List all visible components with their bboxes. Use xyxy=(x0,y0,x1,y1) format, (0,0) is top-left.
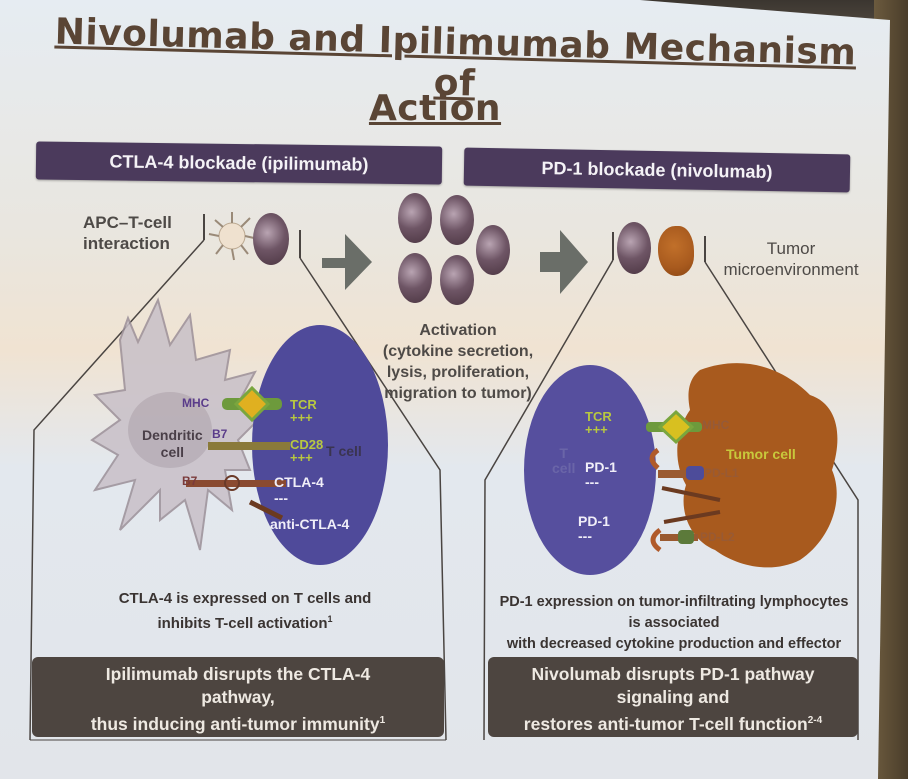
ctla4-summary-line1: Ipilimumab disrupts the CTLA-4 xyxy=(105,664,371,684)
tumor-cell-label: Tumor cell xyxy=(726,446,796,462)
nivolumab-antibody xyxy=(661,486,721,502)
cd28-text: CD28 xyxy=(290,437,324,452)
pd1-summary-box: Nivolumab disrupts PD-1 pathway signalin… xyxy=(488,657,858,737)
t-cell-illustration-left xyxy=(252,325,388,565)
activation-line2: (cytokine secretion, xyxy=(382,343,534,360)
cd28-sign: +++ xyxy=(290,450,313,465)
tcr-text: TCR xyxy=(290,397,317,412)
anti-ctla4-antibody xyxy=(248,499,284,521)
pdl1-label: PD-L1 xyxy=(704,466,739,480)
mhc-label-right: MHC xyxy=(702,418,730,432)
pd1-text: PD-1 xyxy=(585,459,617,475)
pd1-caption-line2: is associated xyxy=(628,615,720,631)
cd28-label: CD28 +++ xyxy=(290,438,323,464)
t-cell-label-right: T cell xyxy=(552,446,575,476)
pd1-sign: --- xyxy=(578,528,592,544)
ctla4-label: CTLA-4 --- xyxy=(274,474,324,506)
ctla4-caption-line2: inhibits T-cell activation xyxy=(157,615,328,632)
dendritic-cell-label: Dendritic cell xyxy=(142,427,203,461)
left-funnel-left-edge xyxy=(29,239,205,741)
activated-t-cell-icon xyxy=(440,255,474,305)
apc-label-line1: APC–T-cell xyxy=(83,213,172,232)
tumor-label-line2: microenvironment xyxy=(723,260,859,279)
tcr-text: TCR xyxy=(585,409,612,424)
apc-t-cell-label: APC–T-cell interaction xyxy=(83,212,172,254)
activated-t-cell-icon xyxy=(398,193,432,243)
activated-t-cell-icon xyxy=(398,253,432,303)
mhc-tcr-complex-right xyxy=(646,409,702,445)
anti-ctla4-label: anti-CTLA-4 xyxy=(270,516,350,532)
pd1-summary-line2: signaling and xyxy=(616,687,730,707)
t-cell-icon xyxy=(617,222,651,274)
pd1-caption: PD-1 expression on tumor-infiltrating ly… xyxy=(474,592,874,655)
activation-line1: Activation xyxy=(419,322,497,339)
pd1-pdl1-binding xyxy=(649,447,704,480)
ctla4-caption-ref: 1 xyxy=(327,614,333,624)
activation-line3: lysis, proliferation, xyxy=(386,364,530,381)
ctla4-caption: CTLA-4 is expressed on T cells and inhib… xyxy=(70,588,420,634)
tumor-label-line1: Tumor xyxy=(766,239,816,258)
t-cell-icon xyxy=(253,213,289,265)
pd1-summary-line3: restores anti-tumor T-cell function xyxy=(523,713,808,734)
pd1-sign: --- xyxy=(585,474,599,490)
ctla4-caption-line1: CTLA-4 is expressed on T cells and xyxy=(118,590,372,607)
b7-label-bottom: B7 xyxy=(182,474,198,488)
pd1-caption-line3: with decreased cytokine production and e… xyxy=(506,636,842,652)
pd1-label-bottom: PD-1 --- xyxy=(578,514,610,544)
small-dendritic-cell-icon xyxy=(208,212,255,261)
pd1-text: PD-1 xyxy=(578,513,610,529)
apc-label-line2: interaction xyxy=(83,234,170,253)
right-funnel-left-edge xyxy=(483,259,614,741)
t-cell-line2: cell xyxy=(552,460,576,476)
arrow-right-icon xyxy=(322,234,372,290)
tumor-cell-icon xyxy=(658,226,694,276)
t-cell-line1: T xyxy=(559,445,568,461)
tcr-sign: +++ xyxy=(290,410,313,425)
dendritic-cell-illustration xyxy=(90,297,260,551)
ctla4-summary-box: Ipilimumab disrupts the CTLA-4 pathway, … xyxy=(32,657,444,737)
ctla4-text: CTLA-4 xyxy=(274,474,324,490)
activation-label: Activation (cytokine secretion, lysis, p… xyxy=(358,320,558,404)
dendritic-line2: cell xyxy=(160,444,185,460)
pdl2-label: PD-L2 xyxy=(700,530,735,544)
pd1-summary-ref: 2-4 xyxy=(807,715,823,726)
tcr-sign: +++ xyxy=(585,422,608,437)
nivolumab-antibody xyxy=(663,510,721,524)
pd1-summary-line1: Nivolumab disrupts PD-1 pathway xyxy=(531,664,815,684)
activated-t-cell-icon xyxy=(476,225,510,275)
ctla4-b7-binding xyxy=(186,475,286,491)
tcr-label-left: TCR +++ xyxy=(290,398,317,424)
tcr-label-right: TCR +++ xyxy=(585,410,612,436)
cd28-b7-binding xyxy=(208,442,290,450)
dendritic-line1: Dendritic xyxy=(142,427,203,443)
ctla4-summary-line3: thus inducing anti-tumor immunity xyxy=(90,713,380,734)
ctla4-summary-ref: 1 xyxy=(379,715,386,726)
pd1-label-top: PD-1 --- xyxy=(585,460,617,490)
activation-line4: migration to tumor) xyxy=(384,385,532,402)
pd1-pdl2-binding xyxy=(650,527,698,553)
right-funnel-right-edge xyxy=(704,261,859,740)
tumor-cell-illustration xyxy=(677,363,838,568)
tumor-microenvironment-label: Tumor microenvironment xyxy=(706,238,876,280)
ctla4-sign: --- xyxy=(274,490,288,506)
t-cell-illustration-right xyxy=(524,365,656,575)
arrow-right-icon xyxy=(540,230,588,294)
activated-t-cell-icon xyxy=(440,195,474,245)
ctla4-summary-line2: pathway, xyxy=(201,687,275,707)
left-funnel-right-edge xyxy=(299,257,447,741)
pd1-caption-line1: PD-1 expression on tumor-infiltrating ly… xyxy=(499,594,849,610)
mhc-tcr-complex-left xyxy=(222,385,282,423)
b7-label-top: B7 xyxy=(212,427,228,441)
t-cell-label-left: T cell xyxy=(326,443,362,459)
mhc-label: MHC xyxy=(182,396,210,410)
slide-title-line2: Action xyxy=(368,88,502,129)
